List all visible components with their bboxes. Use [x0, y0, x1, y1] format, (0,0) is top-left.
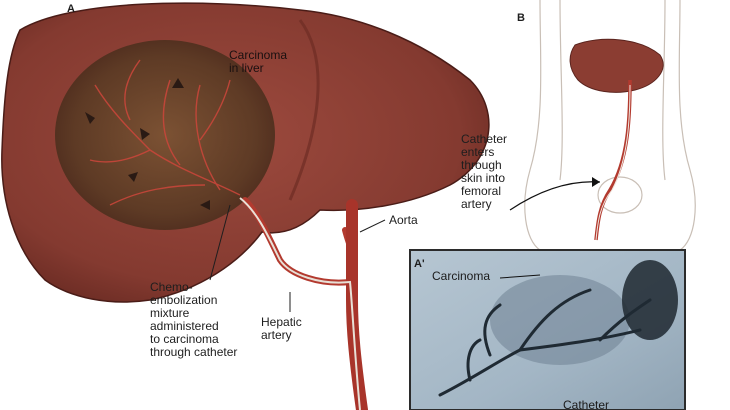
carcinoma-in-liver-label: Carcinoma in liver [229, 48, 288, 75]
femoral-artery [594, 79, 632, 241]
liver-fissure [288, 19, 320, 201]
aorta-label: Aorta [389, 213, 418, 227]
catheter-pointer [509, 181, 601, 211]
panel-label-b: B [517, 12, 525, 24]
inset-leader [499, 274, 541, 279]
catheter-b [595, 84, 631, 241]
liver-small [569, 38, 664, 93]
hepatic-artery-label: Hepatic artery [261, 315, 302, 342]
angiogram-inset [409, 249, 686, 410]
inset-catheter-label: Catheter [563, 398, 610, 410]
liver-drawing [1, 2, 490, 410]
flow-arrows [85, 78, 210, 210]
catheter-pointer-head [592, 177, 600, 187]
leaders-a [209, 204, 386, 312]
inset-carcinoma-label: Carcinoma [432, 269, 491, 283]
catheter-a [239, 197, 361, 410]
body-outline [524, 0, 696, 251]
panel-label-a: A [67, 3, 75, 15]
catheter-enters-label: Catheter enters through skin into femora… [461, 132, 508, 211]
chemoembolization-label: Chemo- embolization mixture administered… [150, 280, 238, 359]
tumor-vessels [89, 59, 241, 206]
panel-label-a-prime: A' [414, 258, 425, 270]
